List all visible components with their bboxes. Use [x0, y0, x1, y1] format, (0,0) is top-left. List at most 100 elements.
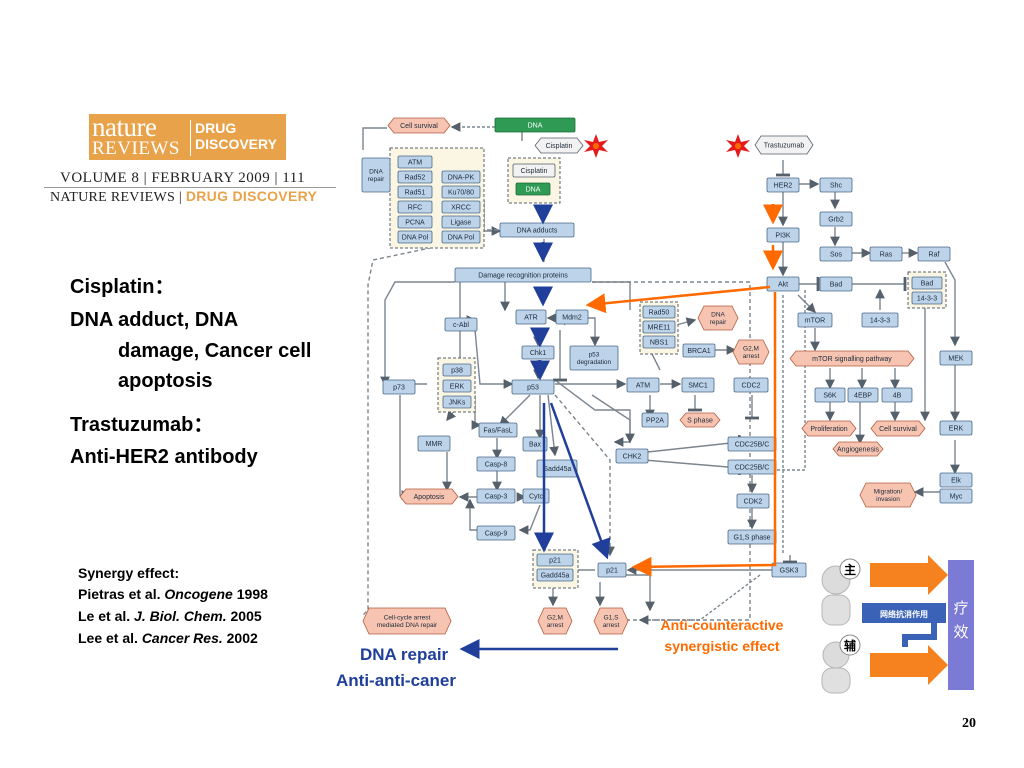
node-gsk3: GSK3: [771, 562, 807, 578]
node-p1433: 14-3-3: [911, 291, 943, 305]
node-label: G1,S: [604, 615, 619, 622]
node-shape: [771, 562, 807, 578]
node-shape: [536, 568, 574, 582]
node-shape: [939, 488, 973, 504]
reference-2-year: 2005: [226, 608, 262, 624]
node-shape: [442, 379, 472, 393]
node-label: G2,M: [743, 346, 759, 353]
node-label: arrest: [603, 622, 620, 629]
top-figure-label: 主: [844, 562, 856, 577]
node-shape: [911, 291, 943, 305]
node-shape: [361, 157, 391, 193]
node-shape: [615, 448, 649, 464]
node-shc: Shc: [819, 177, 853, 193]
logo-brand: DRUG DISCOVERY: [195, 120, 277, 152]
node-label: Gadd45a: [543, 466, 572, 473]
node-shape: [534, 137, 584, 154]
node-damage-recog: Damage recognition proteins: [454, 267, 592, 283]
node-shape: [697, 305, 739, 331]
node-shape: [869, 246, 903, 262]
node-label: Shc: [830, 183, 843, 190]
node-mtor: mTOR: [797, 312, 833, 328]
node-label: CDC25B/C: [735, 465, 770, 472]
node-label: mediated DNA repair: [377, 622, 438, 629]
node-label: Bad: [830, 282, 843, 289]
node-label: Rad51: [405, 190, 426, 197]
node-shape: [512, 163, 556, 178]
node-shape: [861, 312, 899, 328]
node-label: Ligase: [451, 220, 472, 227]
node-migration: Migration/invasion: [859, 482, 917, 508]
node-shape: [515, 309, 547, 325]
node-label: G1,S phase: [734, 535, 771, 542]
logo-divider: [190, 120, 191, 156]
journal-divider: [44, 187, 336, 188]
node-shape: [939, 420, 973, 436]
node-cisplatin: Cisplatin: [534, 137, 584, 154]
node-label: Cell survival: [879, 426, 917, 433]
node-shape: [476, 525, 516, 541]
node-shape: [847, 387, 879, 403]
reference-1: Pietras et al. Oncogene 1998: [78, 586, 268, 602]
node-label: DNA adducts: [517, 228, 558, 235]
synergy-title: Synergy effect:: [78, 565, 180, 581]
node-label: Akt: [778, 282, 788, 289]
node-shape: [819, 276, 853, 292]
node-akt: Akt: [766, 276, 800, 292]
node-label: p53: [527, 385, 539, 392]
cisplatin-arrows: [459, 204, 618, 659]
node-shape: [626, 377, 660, 393]
node-shape: [387, 117, 451, 134]
node-label: SMC1: [688, 383, 708, 390]
node-bad2: Bad: [911, 276, 943, 290]
node-label: mTOR: [805, 318, 825, 325]
node-label: DNA Pol: [402, 235, 429, 242]
node-s-phase: S phase: [679, 412, 721, 428]
cisplatin-line-2: damage, Cancer cell: [118, 340, 312, 362]
node-jnks: JNKs: [442, 395, 472, 409]
node-label: DNA: [369, 169, 383, 176]
node-shape: [642, 320, 676, 334]
node-shape: [939, 350, 973, 366]
node-p73: p73: [382, 379, 416, 395]
node-gadd45a2: Gadd45a: [536, 568, 574, 582]
cisplatin-line-1: DNA adduct, DNA: [70, 309, 239, 331]
node-label: MRE11: [648, 325, 671, 332]
node-label: invasion: [876, 496, 900, 503]
node-label: PI3K: [775, 233, 791, 240]
reference-1-authors: Pietras et al.: [78, 586, 165, 602]
node-grb2: Grb2: [819, 211, 853, 227]
node-label: PCNA: [405, 220, 425, 227]
trastuzumab-line-1: Anti-HER2 antibody: [70, 446, 258, 468]
node-label: 4EBP: [854, 393, 872, 400]
node-chk1: Chk1: [521, 345, 555, 360]
node-smc1: SMC1: [681, 377, 715, 393]
node-shape: [476, 488, 516, 504]
node-shape: [911, 276, 943, 290]
node-label: Cell survival: [400, 123, 438, 130]
node-label: ATM: [408, 160, 422, 167]
node-gadd45a: Gadd45a: [536, 459, 578, 478]
node-label: BRCA1: [687, 348, 710, 355]
anti-counteractive-label: Anti-counteractive: [660, 617, 784, 633]
reference-3-journal: Cancer Res.: [141, 630, 223, 646]
node-label: Casp-9: [485, 531, 508, 538]
node-angiogenesis: Angiogenesis: [832, 441, 884, 457]
node-shape: [642, 335, 676, 349]
node-mre11: MRE11: [642, 320, 676, 334]
node-shape: [522, 488, 550, 504]
center-bar: [862, 603, 946, 623]
node-shape: [682, 343, 716, 358]
bottom-arrow-shape: [870, 645, 948, 685]
journal-name-line: NATURE REVIEWS | DRUG DISCOVERY: [50, 188, 317, 206]
node-shape: [597, 562, 627, 578]
node-label: arrest: [743, 353, 760, 360]
reference-1-journal: Oncogene: [164, 586, 233, 602]
node-dna: DNA: [494, 117, 576, 133]
node-erk2: ERK: [939, 420, 973, 436]
trastuzumab-heading: Trastuzumab：: [70, 414, 214, 436]
node-shape: [870, 420, 926, 437]
node-shape: [442, 395, 472, 409]
logo-brand-line2: DISCOVERY: [195, 136, 277, 152]
